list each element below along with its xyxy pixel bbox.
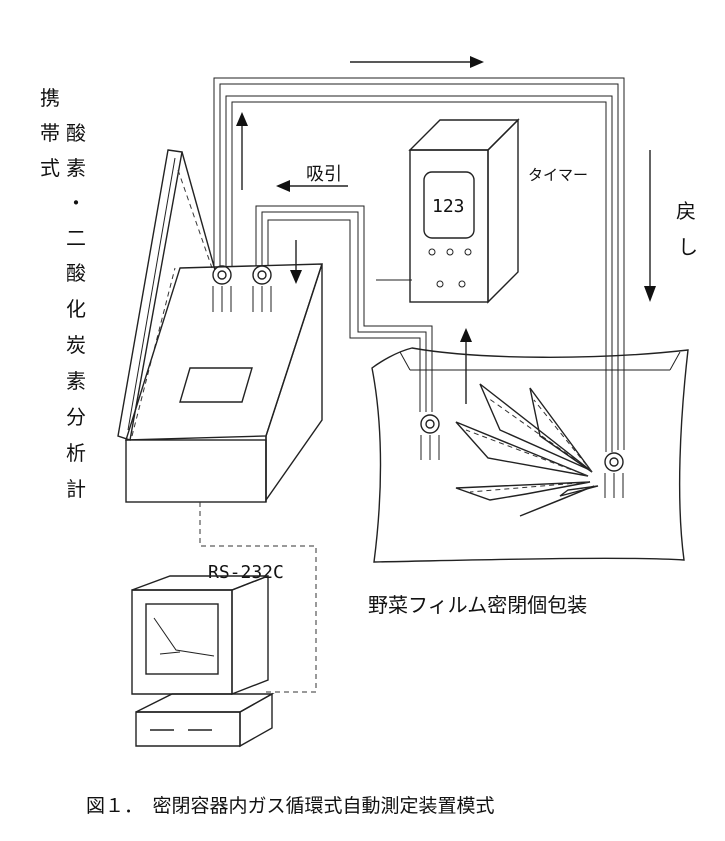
suction-tube bbox=[255, 205, 433, 412]
analyzer-port-right bbox=[252, 265, 272, 312]
analyzer-label: 携 帯 式 酸 素 ・ 二 酸 化 炭 素 分 析 計 bbox=[40, 86, 86, 501]
timer-top bbox=[408, 119, 520, 151]
timer-display-value: 123 bbox=[432, 196, 465, 217]
analyzer-front bbox=[125, 439, 267, 503]
return-label-char: し bbox=[678, 235, 698, 259]
monitor-screen bbox=[145, 603, 219, 675]
timer-display bbox=[423, 171, 475, 239]
timer-label: タイマー bbox=[528, 166, 588, 184]
keyboard-top bbox=[135, 693, 275, 713]
computer-icon bbox=[131, 574, 275, 748]
monitor-front bbox=[131, 589, 233, 695]
timer-knob-icon bbox=[446, 248, 454, 256]
film-package bbox=[371, 347, 689, 563]
serial-label: RS-232C bbox=[208, 562, 284, 583]
analyzer-label-col2-char: 分 bbox=[66, 405, 86, 429]
analyzer-label-col2-char: 素 bbox=[66, 156, 86, 180]
package-port-left bbox=[420, 414, 440, 460]
timer-knob-icon bbox=[458, 280, 466, 288]
analyzer-box bbox=[117, 149, 323, 503]
timer-side bbox=[487, 118, 519, 304]
flow-arrow-top bbox=[350, 56, 484, 68]
analyzer-label-col2-char: 酸 bbox=[66, 261, 86, 285]
timer-box: 123 bbox=[408, 118, 520, 304]
keyboard-front bbox=[135, 711, 241, 747]
timer-knob-icon bbox=[436, 280, 444, 288]
package-port-right bbox=[604, 452, 624, 498]
analyzer-label-col2-char: 酸 bbox=[66, 121, 86, 145]
analyzer-lid bbox=[117, 149, 183, 441]
flow-arrow-down-right-port bbox=[290, 240, 302, 284]
analyzer-label-col2-char: 化 bbox=[66, 297, 86, 321]
analyzer-port-left bbox=[212, 265, 232, 312]
analyzer-label-col2-char: ・ bbox=[66, 191, 86, 215]
return-tube bbox=[213, 77, 625, 450]
analyzer-side bbox=[265, 263, 323, 503]
return-arrow bbox=[644, 150, 656, 302]
return-label-char: 戻 bbox=[676, 199, 696, 223]
package-label: 野菜フィルム密閉個包装 bbox=[368, 593, 587, 617]
serial-cable bbox=[199, 502, 317, 693]
monitor-side bbox=[231, 574, 269, 696]
analyzer-label-col2-char: 素 bbox=[66, 369, 86, 393]
analyzer-top bbox=[125, 263, 323, 441]
analyzer-label-col2-char: 析 bbox=[66, 441, 86, 465]
analyzer-label-col1-char: 帯 bbox=[40, 121, 60, 145]
analyzer-label-col1-char: 式 bbox=[40, 156, 60, 180]
vegetable-icon bbox=[455, 383, 599, 517]
flow-arrow-up-left bbox=[236, 112, 248, 190]
analyzer-display bbox=[179, 367, 253, 403]
analyzer-label-col2-char: 計 bbox=[66, 477, 86, 501]
analyzer-label-col2-char: 二 bbox=[66, 226, 86, 250]
timer-front bbox=[409, 149, 489, 303]
inner-tube bbox=[225, 95, 613, 452]
analyzer-label-col2-char: 炭 bbox=[66, 333, 86, 357]
suction-arrow bbox=[276, 180, 348, 192]
figure-caption: 図１． 密閉容器内ガス循環式自動測定装置模式 bbox=[86, 795, 495, 817]
monitor-top bbox=[131, 575, 269, 591]
suction-label: 吸引 bbox=[306, 164, 342, 185]
flow-arrow-up-package bbox=[460, 328, 472, 404]
timer-knob-icon bbox=[464, 248, 472, 256]
timer-knob-icon bbox=[428, 248, 436, 256]
keyboard-side bbox=[239, 692, 273, 748]
analyzer-label-col1-char: 携 bbox=[40, 86, 60, 110]
